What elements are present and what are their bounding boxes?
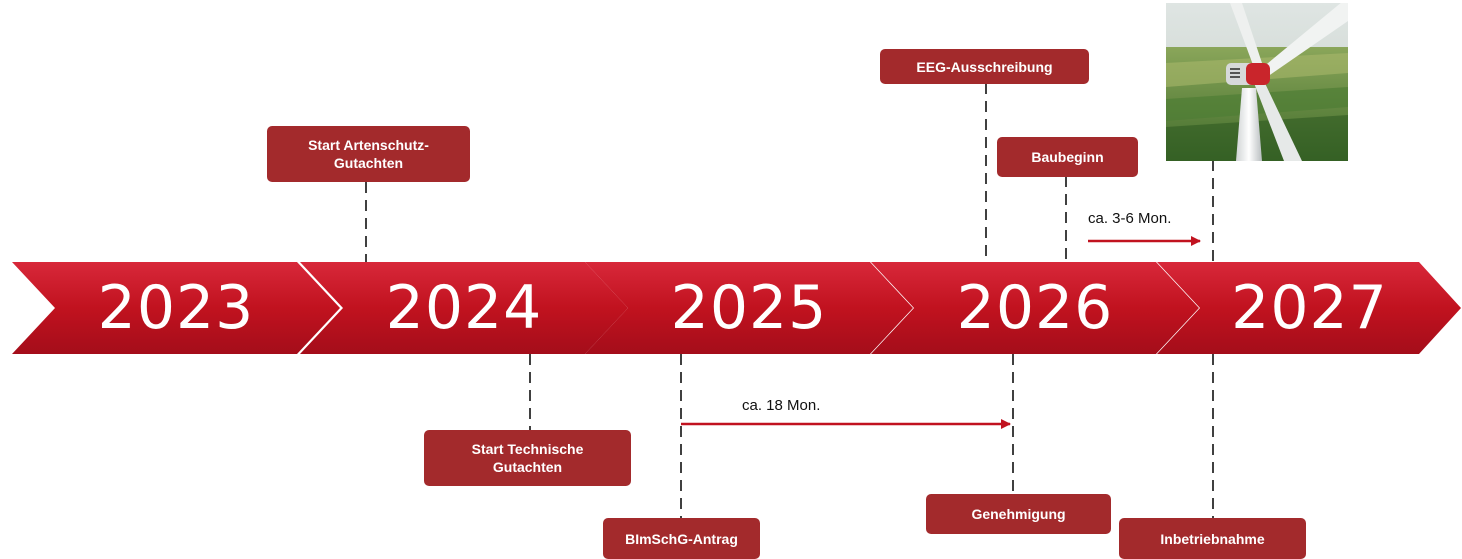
wind-turbine-photo bbox=[1166, 3, 1348, 161]
nacelle-vents bbox=[1230, 68, 1240, 78]
year-chevron-2027: 2027 bbox=[1157, 262, 1462, 354]
duration-label-construction: ca. 3-6 Mon. bbox=[1088, 210, 1172, 227]
year-label: 2025 bbox=[670, 273, 828, 343]
chevron-shape bbox=[12, 262, 340, 354]
chevron-shape bbox=[871, 262, 1199, 354]
year-label: 2026 bbox=[956, 273, 1114, 343]
duration-label-permit: ca. 18 Mon. bbox=[742, 397, 821, 414]
year-chevron-2023: 2023 bbox=[12, 262, 342, 354]
year-chevron-2025: 2025 bbox=[585, 262, 915, 354]
year-chevron-2024: 2024 bbox=[300, 262, 630, 354]
milestone-baubeginn: Baubeginn bbox=[997, 137, 1138, 177]
chevron-shape bbox=[1157, 262, 1461, 354]
chevron-shape bbox=[585, 262, 913, 354]
milestone-eeg-ausschreibung: EEG-Ausschreibung bbox=[880, 49, 1089, 84]
wind-turbine-image bbox=[1166, 3, 1348, 161]
milestone-genehmigung: Genehmigung bbox=[926, 494, 1111, 534]
year-label: 2024 bbox=[385, 273, 543, 343]
milestone-bimschg-antrag: BImSchG-Antrag bbox=[603, 518, 760, 559]
year-label: 2023 bbox=[97, 273, 255, 343]
milestone-inbetriebnahme: Inbetriebnahme bbox=[1119, 518, 1306, 559]
milestone-technische-gutachten: Start Technische Gutachten bbox=[424, 430, 631, 486]
chevron-shape bbox=[300, 262, 628, 354]
milestone-artenschutz: Start Artenschutz- Gutachten bbox=[267, 126, 470, 182]
year-chevron-2026: 2026 bbox=[871, 262, 1201, 354]
year-label: 2027 bbox=[1231, 273, 1388, 343]
